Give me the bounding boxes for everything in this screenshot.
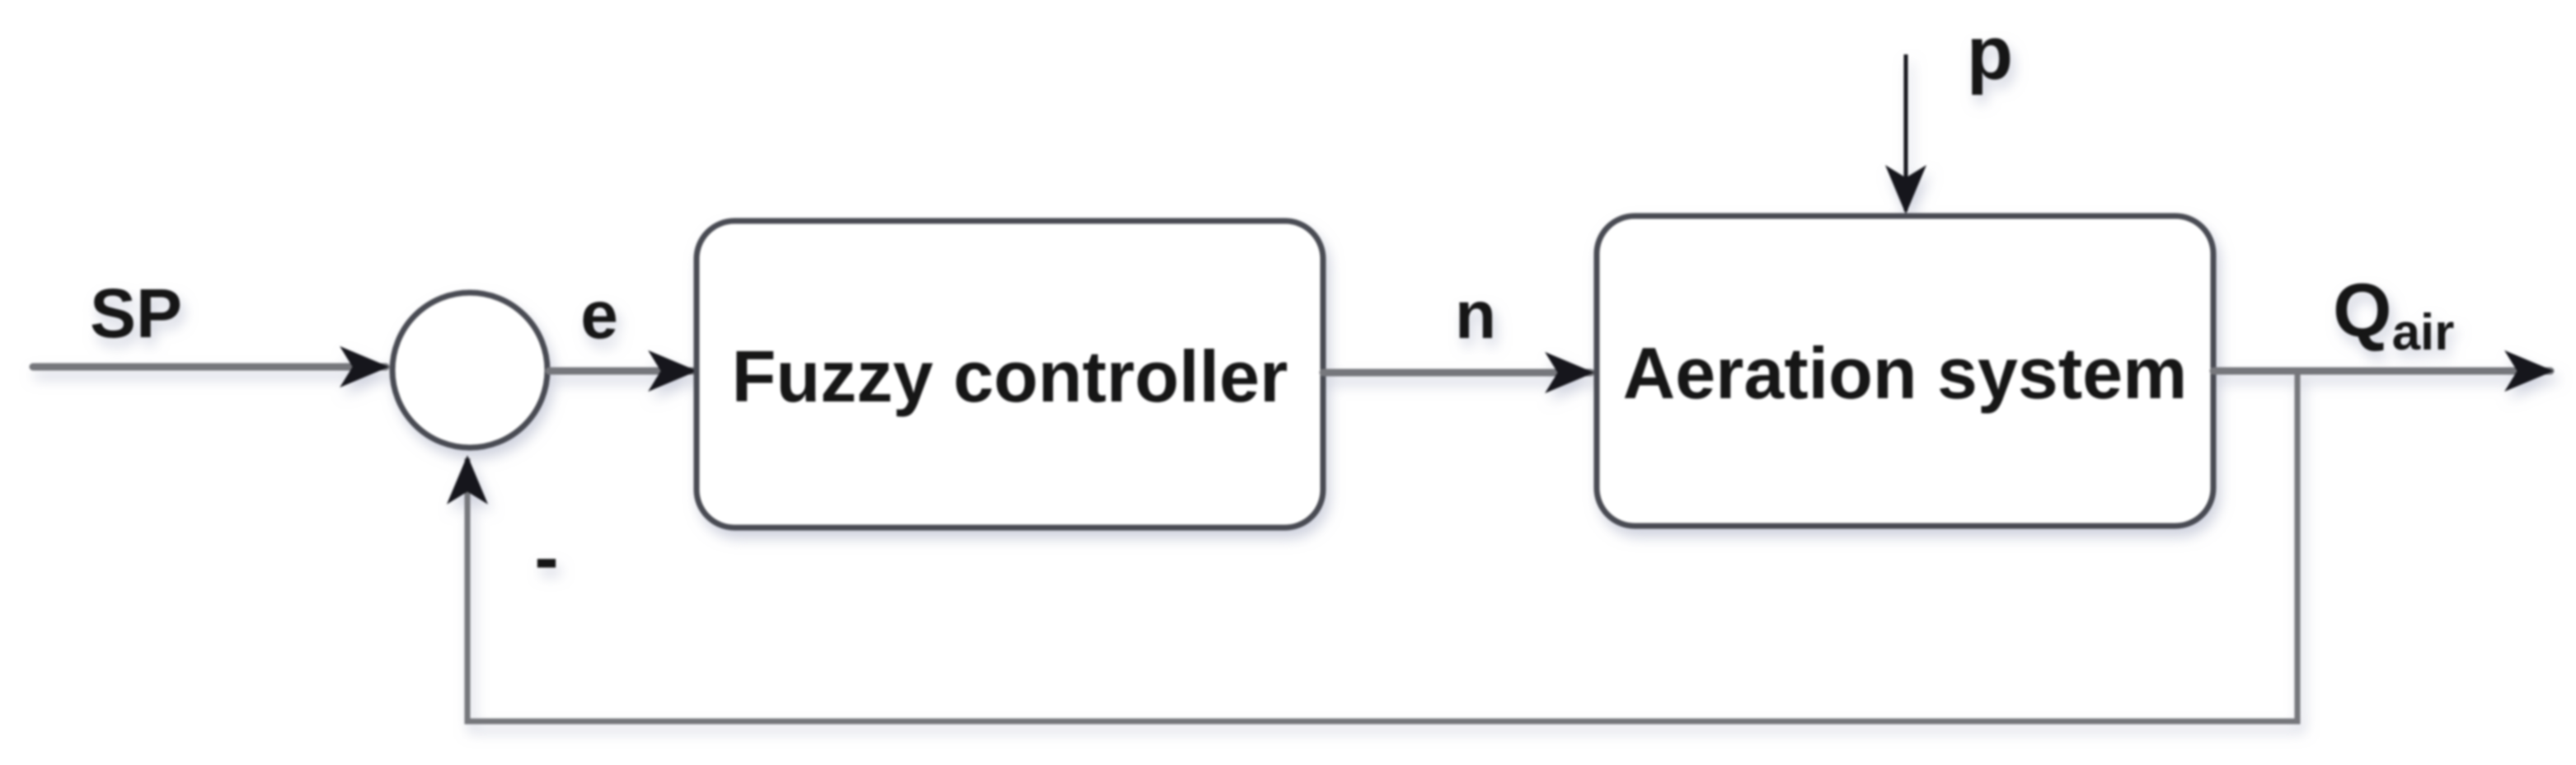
feedback-minus-sign: - [534, 516, 558, 598]
output-label-subscript: air [2392, 304, 2455, 361]
fuzzy-controller-label: Fuzzy controller [732, 336, 1288, 417]
setpoint-label: SP [90, 275, 182, 352]
control-signal-label: n [1455, 278, 1496, 353]
disturbance-label: p [1967, 12, 2013, 96]
output-label-main: Q [2333, 269, 2392, 353]
error-label: e [580, 278, 618, 353]
output-label: Qair [2333, 269, 2454, 361]
summing-junction [389, 289, 551, 451]
feedback-path-arrow [446, 373, 2301, 725]
aeration-system-label: Aeration system [1623, 332, 2188, 414]
